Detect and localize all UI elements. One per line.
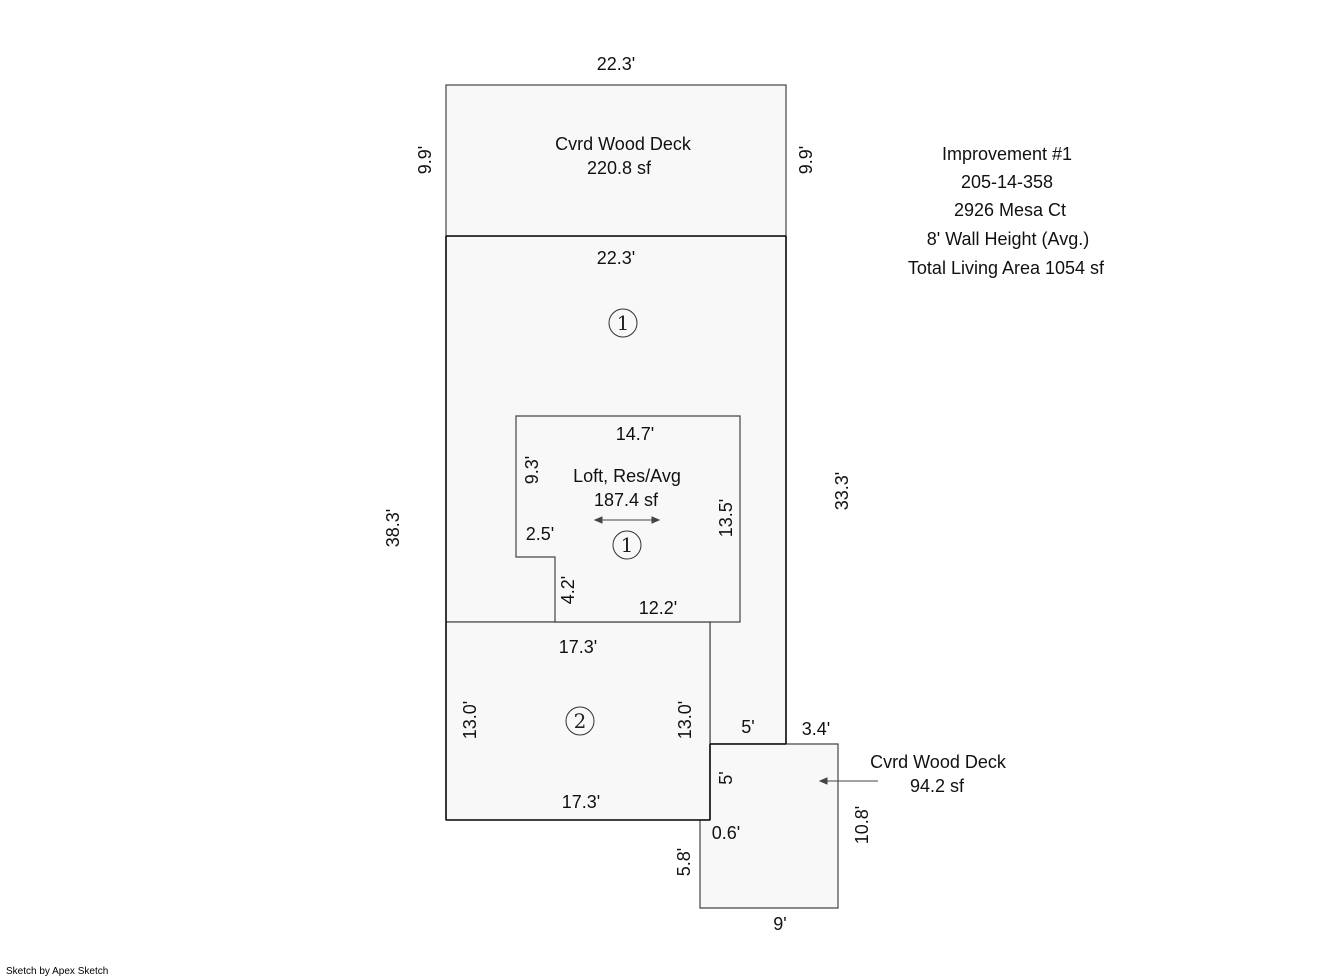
loft-marker-number: 1 [621,533,634,557]
main-dim-left: 38.3' [383,509,403,547]
bottom-deck-dim-9: 9' [773,914,786,934]
top-deck-area-label: 220.8 sf [587,158,652,178]
sketch-credit: Sketch by Apex Sketch [6,966,109,977]
second-dim-bottom: 17.3' [562,792,600,812]
loft-dim-step-down: 4.2' [558,576,578,604]
loft-area [515,415,741,623]
loft-dim-right: 13.5' [716,499,736,537]
top-deck-dim-top: 22.3' [597,54,635,74]
second-dim-top: 17.3' [559,637,597,657]
loft-dim-bottom: 12.2' [639,598,677,618]
second-dim-left: 13.0' [460,701,480,739]
loft-area-label: 187.4 sf [594,490,659,510]
loft-marker-circle [612,530,642,560]
second-dim-right: 13.0' [675,701,695,739]
info-parcel: 205-14-358 [961,172,1053,192]
bottom-deck-dim-5a: 5' [741,717,754,737]
loft-dim-top: 14.7' [616,424,654,444]
info-living-area: Total Living Area 1054 sf [908,258,1105,278]
top-deck-name: Cvrd Wood Deck [555,134,692,154]
second-marker-circle [565,706,595,736]
main-marker-number: 1 [617,311,630,335]
main-marker-circle [608,308,638,338]
loft-double-arrow-icon [593,516,661,524]
bottom-deck-dim-108: 10.8' [852,806,872,844]
top-deck-dim-right: 9.9' [796,146,816,174]
bottom-deck-area-label: 94.2 sf [910,776,965,796]
main-dim-right: 33.3' [832,472,852,510]
bottom-deck-pointer-arrow-icon [818,777,878,785]
top-deck-dim-left: 9.9' [415,146,435,174]
loft-name: Loft, Res/Avg [573,466,681,486]
info-wall-height: 8' Wall Height (Avg.) [927,229,1090,249]
loft-dim-step: 2.5' [526,524,554,544]
bottom-deck-dim-06: 0.6' [712,823,740,843]
info-improvement: Improvement #1 [942,144,1072,164]
second-marker-number: 2 [574,709,587,733]
loft-dim-left: 9.3' [522,456,542,484]
bottom-deck-dim-34: 3.4' [802,719,830,739]
bottom-deck-dim-58: 5.8' [674,848,694,876]
bottom-deck-name: Cvrd Wood Deck [870,752,1007,772]
bottom-deck-dim-5b: 5' [716,771,736,784]
main-dim-top: 22.3' [597,248,635,268]
second-area [445,621,711,821]
info-address: 2926 Mesa Ct [954,200,1066,220]
